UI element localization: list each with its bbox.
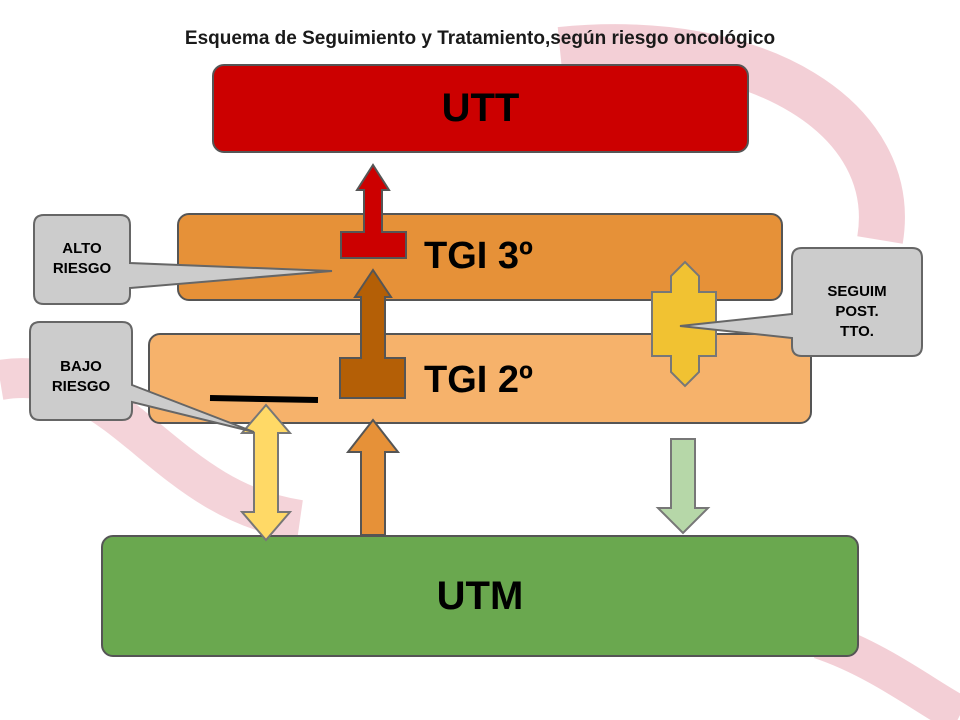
bajo-riesgo-line1: BAJO [60,358,102,375]
bajo-riesgo-text: BAJO RIESGO [30,357,132,397]
alto-riesgo-line2: RIESGO [52,260,112,277]
utt-box: UTT [212,64,749,153]
alto-riesgo-callout [33,214,333,305]
utt-label: UTT [441,86,520,130]
bajo-riesgo-line2: RIESGO [51,378,111,395]
seguim-line1: SEGUIM [827,283,887,300]
yellow-double-arrow [239,403,293,542]
alto-riesgo-line1: ALTO [62,240,102,257]
black-line [209,395,319,403]
gold-double-arrow [651,260,717,388]
red-up-arrow [340,163,407,259]
diagram-title: Esquema de Seguimiento y Tratamiento,seg… [184,28,776,49]
seguim-line3: TTO. [840,323,874,340]
alto-riesgo-text: ALTO RIESGO [34,239,130,279]
green-down-arrow [655,438,711,535]
dark-orange-up-arrow [339,268,406,399]
orange-up-arrow [345,418,401,536]
utm-label: UTM [436,573,524,618]
tgi3-label: TGI 3º [424,235,533,277]
seguim-callout [679,247,923,357]
bajo-riesgo-callout [29,321,255,433]
seguim-text: SEGUIM POST. TTO. [792,282,922,342]
tgi2-label: TGI 2º [424,359,533,401]
utm-box: UTM [101,535,859,657]
seguim-line2: POST. [835,303,879,320]
